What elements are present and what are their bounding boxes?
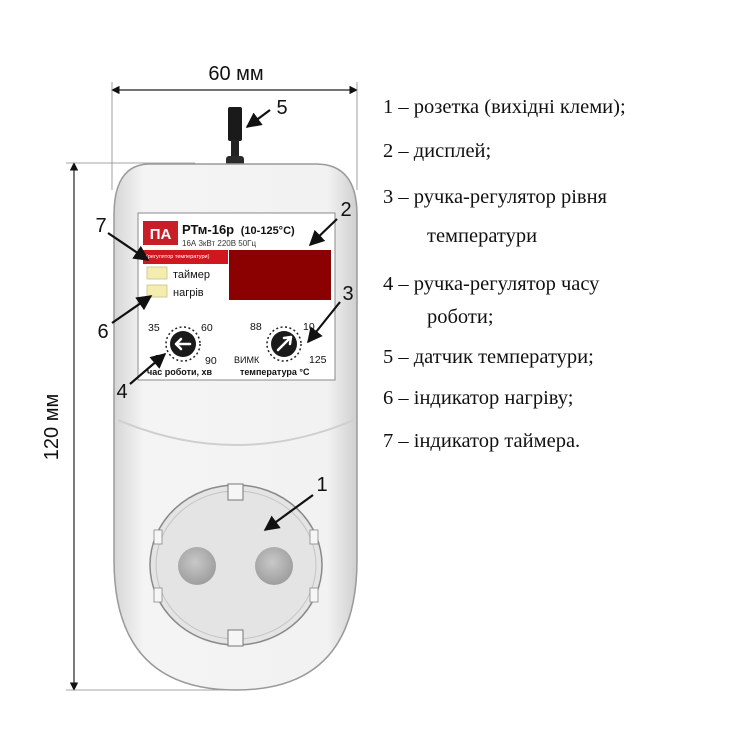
brand-logo-bg xyxy=(143,221,178,245)
legend-item-2: 2 – дисплей; xyxy=(383,140,743,183)
timer-tick-90: 90 xyxy=(205,355,217,367)
ground-clip-top xyxy=(227,483,244,501)
brand-logo: ПА xyxy=(150,226,172,243)
svg-text:2: 2 xyxy=(340,199,351,221)
ground-clip-bottom xyxy=(227,629,244,647)
legend-item-text-cont: роботи; xyxy=(427,306,494,328)
legend-item-text: 4 – ручка-регулятор часу xyxy=(383,273,600,295)
legend-item-text: 7 – індикатор таймера. xyxy=(383,430,581,452)
legend-item-4: 4 – ручка-регулятор часу роботи; xyxy=(383,270,743,346)
temp-tick-88: 88 xyxy=(250,321,262,333)
legend-item-6: 6 – індикатор нагріву; xyxy=(383,387,743,430)
temp-tick-125: 125 xyxy=(309,354,327,366)
model-range: (10-125°C) xyxy=(241,225,295,237)
callout-2: 2 xyxy=(308,199,352,247)
svg-text:6: 6 xyxy=(97,321,108,343)
heat-indicator xyxy=(146,284,168,298)
svg-text:7: 7 xyxy=(95,215,106,237)
legend-item-text: 5 – датчик температури; xyxy=(383,346,594,368)
small-print: (регулятор температури) xyxy=(146,254,210,260)
temperature-dial: 88 10 ВИМК 125 температура °С xyxy=(234,321,327,377)
legend-item-1: 1 – розетка (вихідні клеми); xyxy=(383,96,743,140)
legend-item-5: 5 – датчик температури; xyxy=(383,346,743,387)
legend-item-text: 1 – розетка (вихідні клеми); xyxy=(383,96,626,118)
callout-5: 5 xyxy=(245,97,288,128)
legend-item-text-cont: температури xyxy=(427,225,538,247)
svg-text:5: 5 xyxy=(276,97,287,119)
legend-list: 1 – розетка (вихідні клеми); 2 – дисплей… xyxy=(383,96,743,470)
timer-indicator xyxy=(146,266,168,280)
callout-3: 3 xyxy=(307,283,354,344)
model-specs: 16А 3кВт 220В 50Гц xyxy=(182,239,257,248)
svg-text:4: 4 xyxy=(116,381,127,403)
socket-hole-right xyxy=(255,547,293,585)
model-name: РТм-16р xyxy=(182,222,234,237)
callout-4: 4 xyxy=(116,352,167,403)
timer-indicator-label: таймер xyxy=(173,269,210,281)
temp-tick-off: ВИМК xyxy=(234,355,260,365)
callout-6: 6 xyxy=(97,295,153,343)
height-dimension: 120 мм xyxy=(41,162,230,691)
display xyxy=(229,250,331,300)
svg-text:1: 1 xyxy=(316,474,327,496)
width-dimension: 60 мм xyxy=(111,63,358,190)
legend-item-3: 3 – ручка-регулятор рівня температури xyxy=(383,183,743,270)
height-label: 120 мм xyxy=(41,394,63,460)
legend-item-7: 7 – індикатор таймера. xyxy=(383,430,743,470)
front-panel: ПА РТм-16р (10-125°C) 16А 3кВт 220В 50Гц… xyxy=(137,212,336,381)
timer-tick-60: 60 xyxy=(201,322,213,334)
width-label: 60 мм xyxy=(208,63,263,85)
svg-text:РТм-16р (10-125°C): РТм-16р (10-125°C) xyxy=(182,222,295,237)
timer-caption: час роботи, хв xyxy=(147,367,213,377)
legend-item-text: 2 – дисплей; xyxy=(383,140,492,162)
legend-item-text: 6 – індикатор нагріву; xyxy=(383,387,574,409)
temp-tick-10: 10 xyxy=(303,321,315,333)
timer-tick-35: 35 xyxy=(148,322,160,334)
socket-hole-left xyxy=(178,547,216,585)
legend-item-text: 3 – ручка-регулятор рівня xyxy=(383,186,607,208)
callout-1: 1 xyxy=(263,474,328,531)
temp-caption: температура °С xyxy=(240,367,310,377)
svg-text:3: 3 xyxy=(342,283,353,305)
heat-indicator-label: нагрів xyxy=(173,287,204,299)
red-strip xyxy=(143,250,228,264)
callout-7: 7 xyxy=(95,215,150,261)
